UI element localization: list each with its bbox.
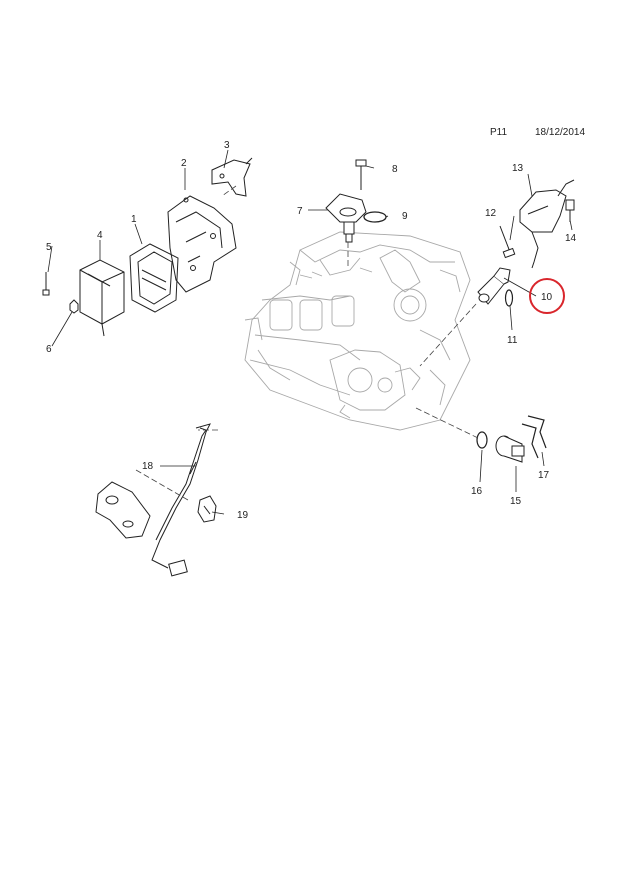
- callout-10-highlight: [529, 278, 565, 314]
- callout-labels: 1 2 3 4 5 6 7 8 9 10 11 12 13 14 15 16 1…: [46, 140, 577, 521]
- part-6-nut: [69, 299, 79, 314]
- engine-block-drawing: [244, 231, 471, 431]
- part-10-crankshaft-sensor: [477, 267, 511, 305]
- part-5-bolt: [42, 272, 50, 296]
- part-8-screw: [355, 159, 367, 190]
- page-code: P11: [490, 127, 508, 138]
- part-9-o-ring: [363, 211, 387, 223]
- part-2-bracket: [167, 195, 237, 293]
- part-18-harness: [95, 423, 211, 577]
- callout-label-3[interactable]: 3: [224, 140, 230, 151]
- part-3-cover-bracket: [211, 157, 253, 197]
- part-11-o-ring: [504, 289, 514, 307]
- callout-label-15[interactable]: 15: [510, 496, 522, 507]
- callout-label-14[interactable]: 14: [565, 233, 577, 244]
- callout-label-16[interactable]: 16: [471, 486, 483, 497]
- part-14-bolt: [565, 199, 575, 222]
- part-15-sensor: [495, 435, 525, 463]
- callout-label-7[interactable]: 7: [297, 206, 303, 217]
- callout-label-10[interactable]: 10: [541, 292, 553, 303]
- callout-label-8[interactable]: 8: [392, 164, 398, 175]
- part-7-camshaft-sensor: [325, 193, 367, 243]
- assembly-axes: [135, 185, 479, 501]
- callout-label-6[interactable]: 6: [46, 344, 52, 355]
- callout-label-1[interactable]: 1: [131, 214, 137, 225]
- part-16-o-ring: [476, 431, 488, 449]
- callout-label-12[interactable]: 12: [485, 208, 497, 219]
- callout-label-4[interactable]: 4: [97, 230, 103, 241]
- part-19-clamp: [197, 495, 217, 523]
- callout-label-9[interactable]: 9: [402, 211, 408, 222]
- diagram-date: 18/12/2014: [535, 127, 586, 138]
- part-12-bolt: [499, 225, 516, 259]
- part-4-ecu-cover: [79, 259, 125, 337]
- callout-label-17[interactable]: 17: [538, 470, 550, 481]
- part-1-ecu: [129, 243, 179, 313]
- part-13-holder-bracket: [519, 179, 575, 269]
- leader-lines: [47, 149, 573, 515]
- callout-label-5[interactable]: 5: [46, 242, 52, 253]
- part-17-clip: [521, 415, 547, 459]
- callout-label-2[interactable]: 2: [181, 158, 187, 169]
- callout-label-13[interactable]: 13: [512, 163, 524, 174]
- callout-label-18[interactable]: 18: [142, 461, 154, 472]
- callout-label-19[interactable]: 19: [237, 510, 249, 521]
- callout-label-11[interactable]: 11: [507, 335, 518, 346]
